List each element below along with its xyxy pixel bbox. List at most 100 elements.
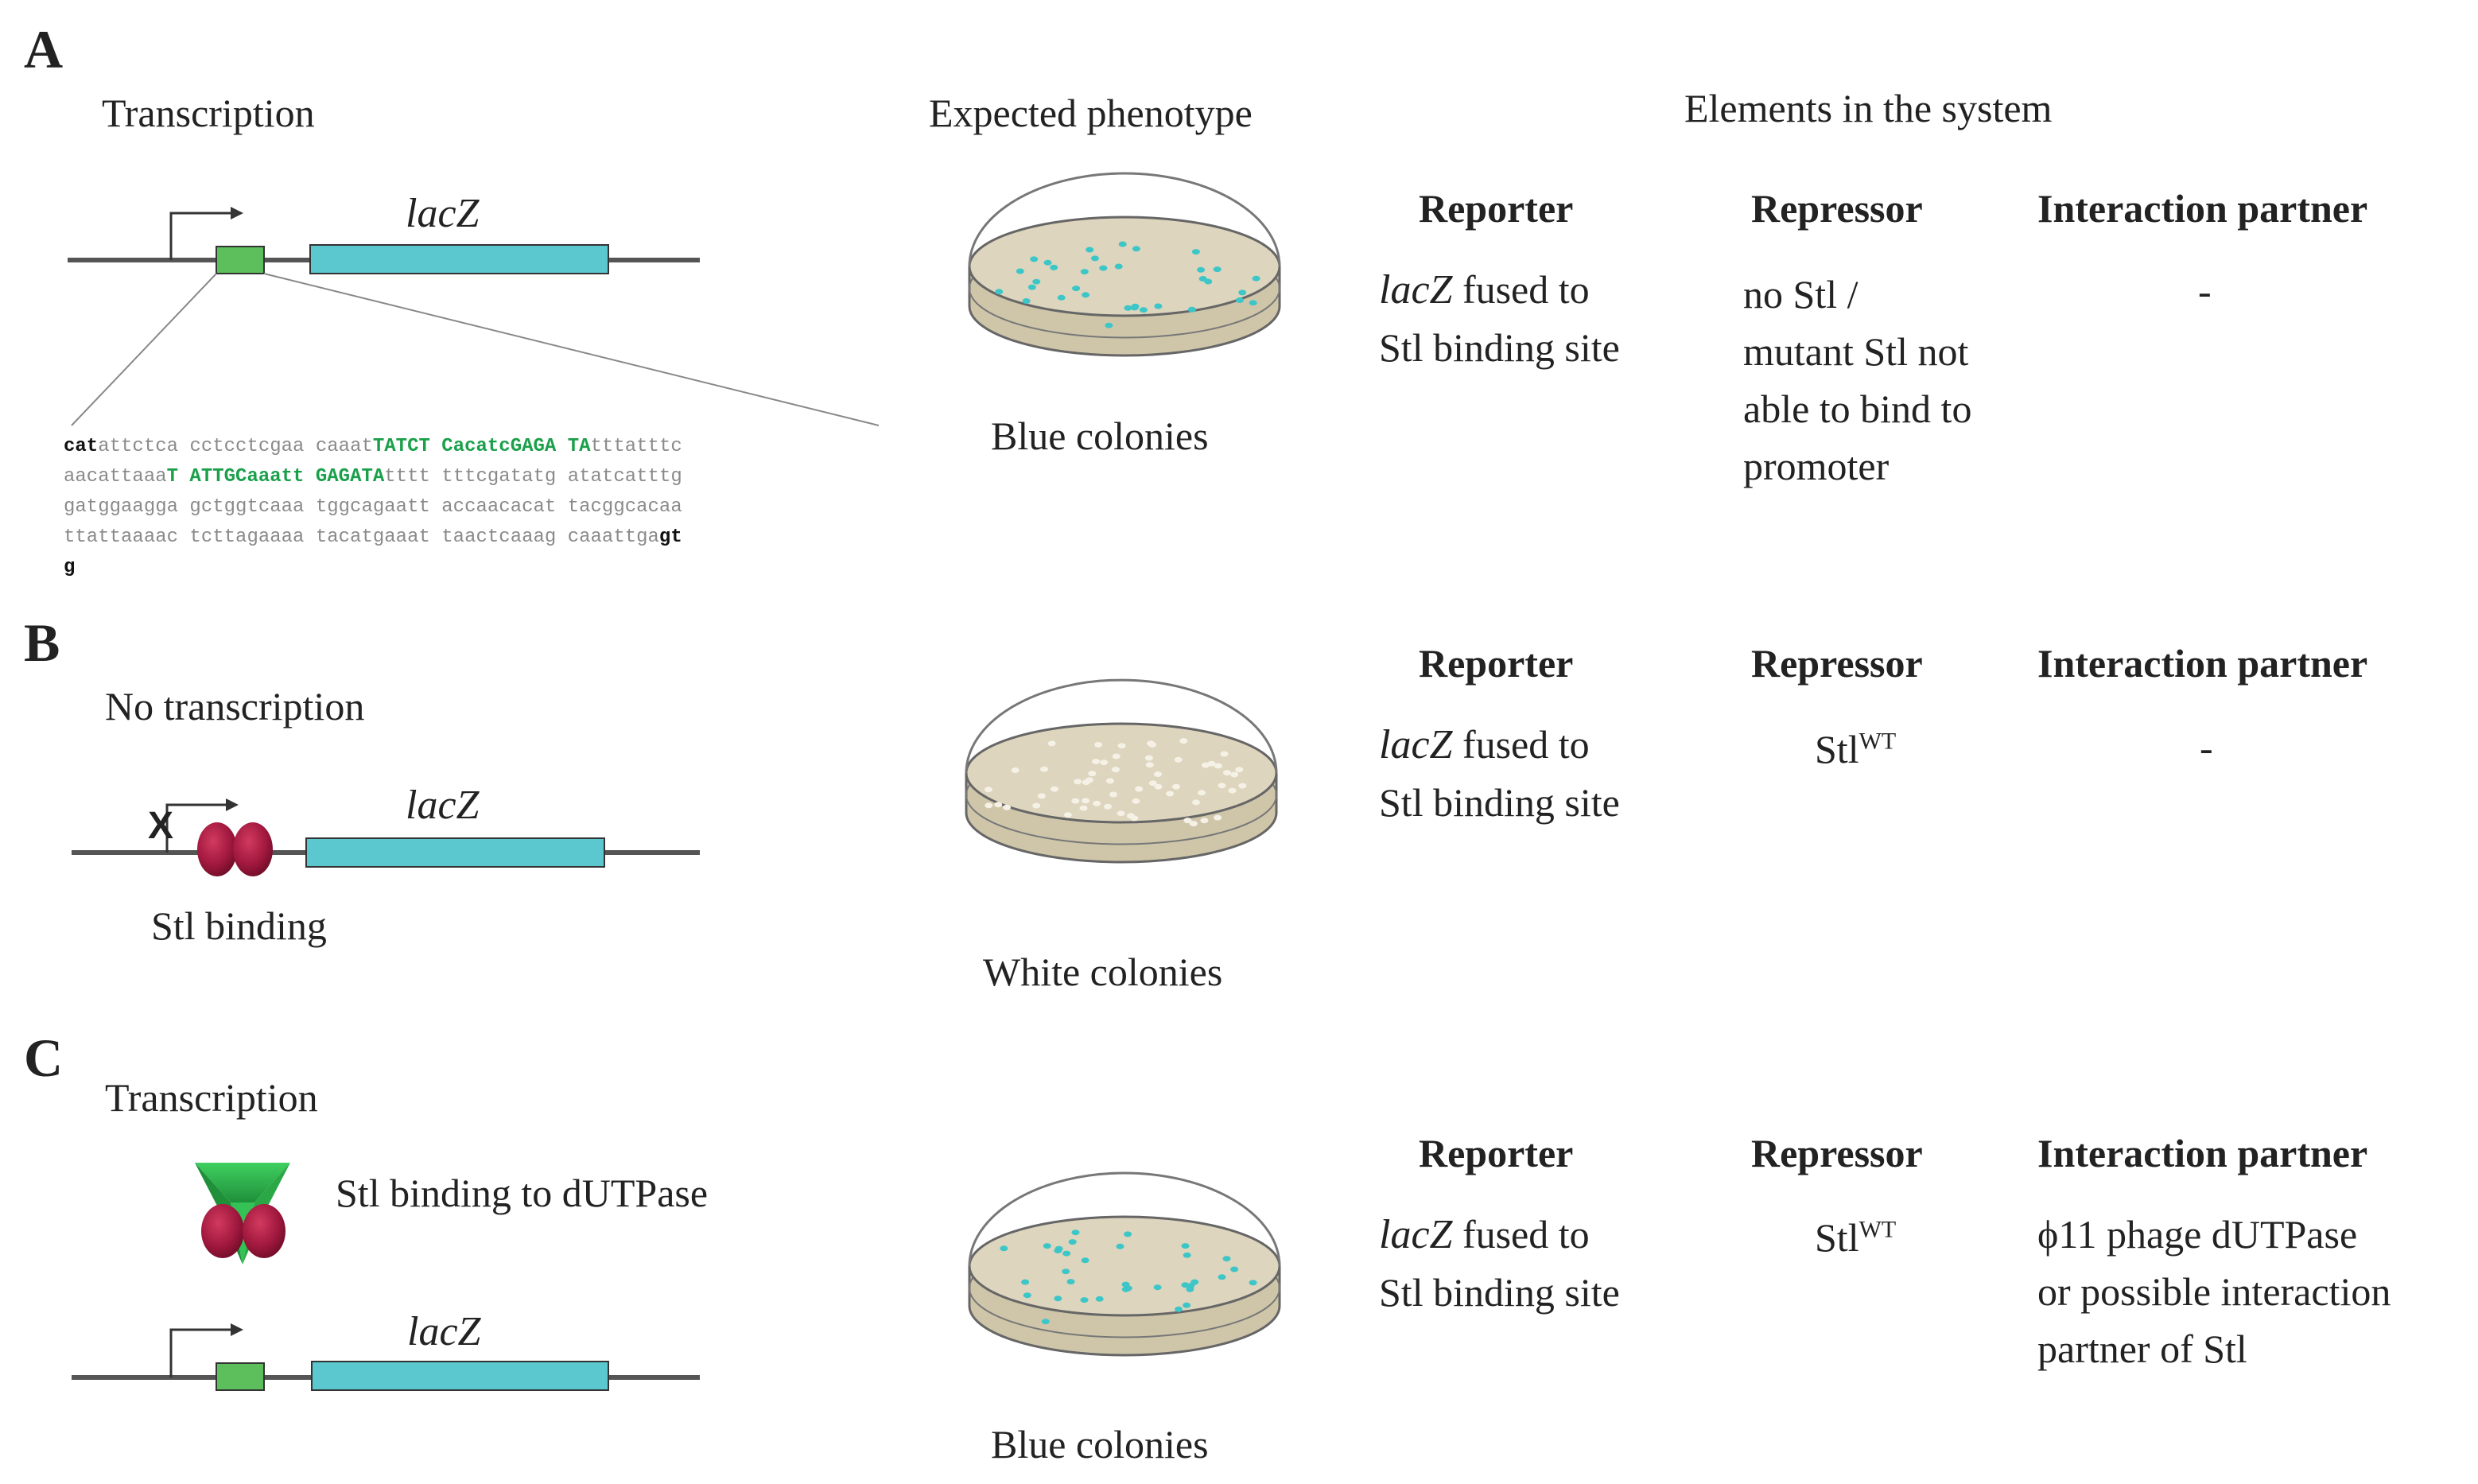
sequence-segment: tttatttc	[590, 436, 682, 457]
colony	[1072, 286, 1081, 292]
col-reporter-c: Reporter	[1419, 1131, 1574, 1175]
dish-lid	[968, 1171, 1281, 1267]
colony	[1202, 762, 1210, 768]
col-repressor-b: Repressor	[1751, 641, 1923, 686]
colony	[1146, 740, 1155, 747]
colony	[1086, 247, 1094, 253]
colony	[1068, 1239, 1077, 1245]
agar-surface	[968, 216, 1281, 317]
colony	[1099, 265, 1108, 271]
stl-protein-c-left	[201, 1204, 244, 1258]
sequence-line: ttattaaaac tcttagaaaa tacatgaaat taactca…	[64, 523, 682, 553]
partner-cell-a: -	[2198, 269, 2212, 313]
colony	[1016, 268, 1024, 274]
reporter-cell-a: lacZ fused to Stl binding site	[1379, 267, 1620, 370]
promoter-arrowhead-b	[226, 798, 239, 811]
colony	[1198, 790, 1206, 796]
petri-dish-a	[968, 172, 1281, 357]
sequence-segment: attctca cctcctcgaa caaat	[98, 436, 373, 457]
sequence-line: gatggaagga gctggtcaaa tggcagaatt accaaca…	[64, 492, 682, 523]
binding-label-c: Stl binding to dUTPase	[336, 1171, 709, 1215]
colony	[1040, 766, 1048, 772]
lacz-gene-b	[305, 837, 605, 868]
promoter-arrowhead-a	[231, 207, 243, 219]
sequence-line: g	[64, 553, 682, 583]
colony	[1094, 741, 1103, 748]
colony	[1074, 779, 1082, 785]
colony	[1082, 798, 1090, 804]
colony	[1148, 780, 1157, 787]
colony	[1079, 805, 1088, 811]
colony	[1109, 791, 1117, 798]
col-repressor-a: Repressor	[1751, 186, 1923, 231]
colony	[1154, 771, 1162, 777]
col-repressor-c: Repressor	[1751, 1131, 1923, 1175]
colony	[1135, 786, 1144, 792]
dutpase-top	[195, 1163, 290, 1202]
panel-label-c: C	[24, 1028, 64, 1088]
petri-dish-c	[968, 1171, 1281, 1357]
colony	[1112, 753, 1121, 759]
colony	[1249, 300, 1257, 306]
col-interaction-partner-b: Interaction partner	[2037, 641, 2368, 686]
gene-label-c: lacZ	[407, 1309, 481, 1354]
stl-binding-site-a	[216, 246, 265, 274]
colony	[1124, 305, 1132, 311]
colony	[1121, 1286, 1130, 1292]
col-reporter-b: Reporter	[1419, 641, 1574, 686]
promoter-arrow-a	[169, 212, 240, 260]
colony	[1050, 264, 1058, 270]
gene-label-b: lacZ	[406, 783, 480, 828]
colony	[1139, 307, 1148, 313]
sequence-segment: cat	[64, 436, 99, 457]
dish-lid	[968, 172, 1281, 267]
colony	[1166, 791, 1174, 797]
colony	[1235, 767, 1244, 773]
sequence-segment: ttattaaaac tcttagaaaa tacatgaaat taactca…	[64, 526, 659, 548]
colony	[1238, 289, 1247, 296]
colony	[1183, 1302, 1191, 1308]
colony	[1154, 783, 1163, 790]
col-interaction-partner-c: Interaction partner	[2037, 1131, 2368, 1175]
colony	[1230, 771, 1239, 778]
promoter-sequence: catattctca cctcctcgaa caaatTATCT CacatcG…	[64, 432, 682, 583]
colony	[1238, 783, 1247, 789]
colony	[1228, 787, 1237, 794]
state-label-b: No transcription	[105, 684, 365, 728]
colony	[1051, 786, 1058, 792]
sequence-segment: tttt tttcgatatg atatcatttg	[384, 466, 682, 488]
colony	[1218, 783, 1226, 789]
colony	[1132, 246, 1140, 252]
colony	[1037, 793, 1046, 799]
colony	[1100, 759, 1109, 766]
agar-surface	[968, 1215, 1281, 1317]
colony	[1197, 266, 1206, 273]
colony	[1062, 1250, 1071, 1257]
colony	[1022, 298, 1031, 304]
colony	[1092, 759, 1101, 764]
colony	[1030, 256, 1039, 262]
reporter-cell-b: lacZ fused to Stl binding site	[1379, 722, 1620, 825]
colony	[1071, 1230, 1080, 1236]
colony	[1130, 815, 1139, 822]
phenotype-caption-b: White colonies	[983, 950, 1223, 994]
sequence-segment: g	[64, 557, 76, 578]
colony	[1032, 802, 1041, 809]
colony	[1105, 778, 1114, 784]
colony	[1021, 1279, 1030, 1285]
construct-a	[68, 207, 880, 426]
colony	[1054, 1296, 1062, 1302]
colony	[1214, 763, 1222, 769]
colony	[1114, 263, 1123, 270]
transcription-block-mark: X	[148, 805, 174, 847]
colony	[1181, 1282, 1190, 1288]
stl-protein-b-right	[233, 822, 273, 876]
colony	[1179, 738, 1188, 744]
colony	[1027, 284, 1036, 290]
colony	[1132, 798, 1140, 804]
colony	[1190, 1279, 1199, 1285]
zoom-line-right	[263, 273, 880, 426]
colony	[1055, 1245, 1063, 1252]
sequence-segment: gatggaagga gctggtcaaa tggcagaatt accaaca…	[64, 496, 682, 518]
